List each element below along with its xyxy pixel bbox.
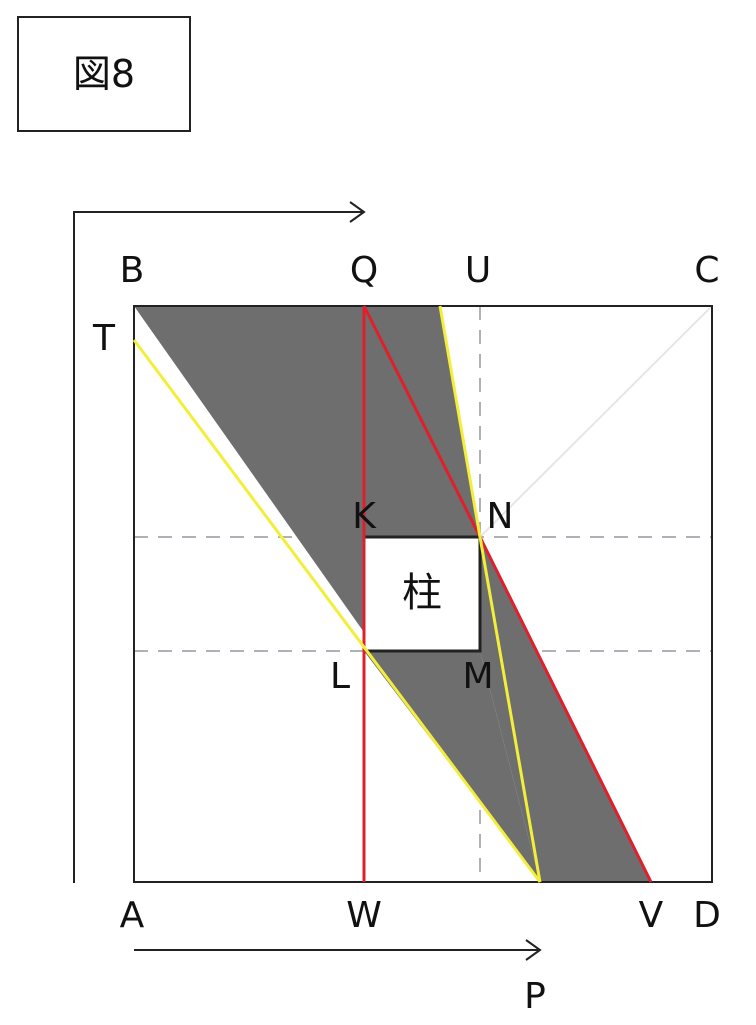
pillar-label: 柱 <box>402 570 442 616</box>
label-k: K <box>352 496 377 537</box>
yellow-line-t-bottom <box>132 339 542 883</box>
top-axis-arrow <box>73 211 362 883</box>
figure-title: 図8 <box>73 52 135 96</box>
title-box <box>17 16 191 132</box>
label-d: D <box>693 895 721 936</box>
label-a: A <box>120 895 145 936</box>
bottom-arrowhead <box>525 939 542 961</box>
label-c: C <box>694 250 719 291</box>
label-b: B <box>120 250 145 291</box>
label-p: P <box>524 976 546 1017</box>
red-line-nv <box>478 536 653 883</box>
label-w: W <box>346 895 382 936</box>
label-u: U <box>465 250 491 291</box>
top-arrowhead <box>349 201 366 223</box>
label-t: T <box>92 318 116 359</box>
label-n: N <box>487 496 514 537</box>
square-frame <box>133 305 713 883</box>
label-m: M <box>462 656 493 697</box>
label-q: Q <box>350 250 378 291</box>
label-l: L <box>330 656 350 697</box>
yellow-line-n-bottom <box>478 536 542 883</box>
faint-diagonal <box>479 305 713 538</box>
yellow-line-top-n <box>438 305 482 538</box>
label-v: V <box>639 895 664 936</box>
red-line-qn <box>362 305 482 538</box>
